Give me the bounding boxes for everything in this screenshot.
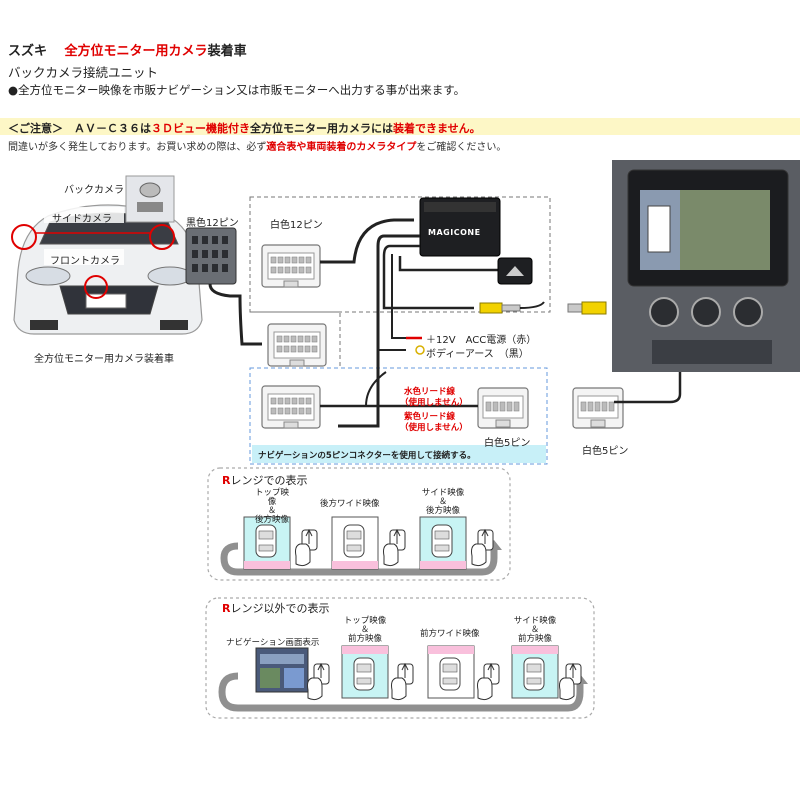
non-r-view1-b: 前方映像 bbox=[347, 634, 382, 644]
r-view3-label: サイド映像＆後方映像 bbox=[420, 489, 466, 516]
non-r-view2-label: 前方ワイド映像 bbox=[420, 629, 480, 639]
notice-sub-suffix: をご確認ください。 bbox=[416, 142, 507, 153]
r-letter: R bbox=[222, 474, 231, 487]
black-12pin-connector bbox=[185, 227, 237, 285]
label-nav-note: ナビゲーションの5ピンコネクターを使用して接続する。 bbox=[258, 451, 476, 461]
white-12pin-connector-top bbox=[261, 244, 321, 288]
dashboard-photo bbox=[612, 160, 800, 372]
non-r-view1-a: トップ映像 bbox=[343, 616, 387, 626]
description: ●全方位モニター映像を市販ナビゲーション又は市販モニターへ出力する事が出来ます。 bbox=[8, 83, 466, 97]
switch-module bbox=[497, 257, 533, 285]
non-r-view3-b: 前方映像 bbox=[517, 634, 552, 644]
non-r-view3-a: サイド映像 bbox=[513, 616, 557, 626]
notice-sub-red: 適合表や車両装着のカメラタイプ bbox=[266, 142, 417, 153]
non-r-view3-amp: ＆ bbox=[530, 625, 540, 635]
title-highlight: 全方位モニター用カメラ bbox=[64, 44, 208, 59]
r-range-title: Rレンジでの表示 bbox=[222, 472, 307, 488]
white-12pin-connector-bottom bbox=[261, 385, 321, 429]
label-body-earth: ボディーアース （黒） bbox=[426, 349, 529, 360]
label-front-camera: フロントカメラ bbox=[50, 256, 120, 267]
r-view1-a: トップ映像 bbox=[254, 488, 289, 507]
magicone-logo: MAGICONE bbox=[428, 228, 481, 237]
notice-red2: 装着できません。 bbox=[393, 122, 481, 135]
r-range-title-rest: レンジでの表示 bbox=[230, 474, 308, 487]
label-white-12pin: 白色12ピン bbox=[270, 220, 323, 231]
label-water-unused: （使用しません） bbox=[400, 398, 468, 408]
non-r-letter: R bbox=[222, 602, 231, 615]
non-r-range-title-rest: レンジ以外での表示 bbox=[230, 602, 330, 615]
notice-text: ＜ご注意＞ ＡＶ－Ｃ３６は３Ｄビュー機能付き全方位モニター用カメラには装着できま… bbox=[8, 120, 481, 136]
non-r-view1-amp: ＆ bbox=[360, 625, 370, 635]
non-r-nav-label: ナビゲーション画面表示 bbox=[226, 638, 320, 648]
subtitle: バックカメラ接続ユニット bbox=[8, 65, 159, 80]
r-view3-a: サイド映像 bbox=[421, 488, 465, 498]
white-5pin-connector-right bbox=[572, 387, 624, 429]
non-r-view3-label: サイド映像＆前方映像 bbox=[512, 617, 558, 644]
label-water-lead: 水色リード線 bbox=[404, 387, 456, 397]
r-view1-label: トップ映像＆後方映像 bbox=[252, 489, 292, 525]
r-view2-label: 後方ワイド映像 bbox=[320, 499, 380, 509]
label-car-caption: 全方位モニター用カメラ装着車 bbox=[34, 354, 174, 365]
label-purple-unused: （使用しません） bbox=[400, 423, 468, 433]
r-view1-b: 後方映像 bbox=[254, 515, 289, 525]
notice-red1: ３Ｄビュー機能付き bbox=[151, 122, 250, 135]
notice-sub-prefix: 間違いが多く発生しております。お買い求めの際は、必ず bbox=[8, 142, 267, 153]
white-5pin-connector-left bbox=[477, 387, 529, 429]
non-r-range-title: Rレンジ以外での表示 bbox=[222, 600, 329, 616]
r-view3-b: 後方映像 bbox=[425, 506, 460, 516]
label-side-camera: サイドカメラ bbox=[52, 214, 112, 225]
r-view1-amp: ＆ bbox=[267, 506, 277, 516]
non-r-view1-label: トップ映像＆前方映像 bbox=[342, 617, 388, 644]
magicone-unit bbox=[419, 197, 501, 257]
label-white-5pin-a: 白色5ピン bbox=[484, 438, 531, 449]
car-front-image bbox=[13, 204, 203, 335]
title-suffix: 装着車 bbox=[207, 44, 247, 59]
label-purple-lead: 紫色リード線 bbox=[404, 412, 456, 422]
r-view3-amp: ＆ bbox=[438, 497, 448, 507]
notice-subtext: 間違いが多く発生しております。お買い求めの際は、必ず適合表や車両装着のカメラタイ… bbox=[8, 138, 506, 153]
notice-bar bbox=[0, 118, 800, 135]
page-title: スズキ 全方位モニター用カメラ装着車 bbox=[8, 40, 247, 59]
notice-prefix: ＜ご注意＞ ＡＶ－Ｃ３６は bbox=[8, 122, 151, 135]
label-black-12pin: 黒色12ピン bbox=[186, 218, 239, 229]
label-back-camera: バックカメラ bbox=[64, 185, 124, 196]
notice-middle: 全方位モニター用カメラには bbox=[250, 122, 393, 135]
white-12pin-connector-mid bbox=[267, 323, 327, 367]
label-white-5pin-b: 白色5ピン bbox=[582, 446, 629, 457]
label-power-red: ＋12V ACC電源（赤） bbox=[426, 335, 537, 346]
brand-name: スズキ bbox=[8, 44, 48, 59]
